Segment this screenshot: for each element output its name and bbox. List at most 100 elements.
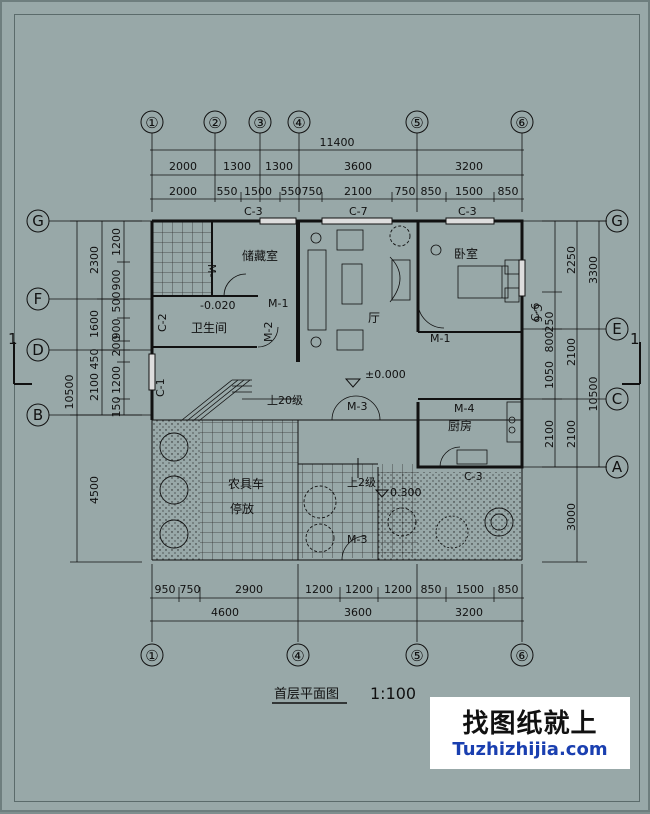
axis-top-2: ② [208, 114, 221, 132]
svg-text:G: G [32, 212, 44, 230]
svg-text:上20级: 上20级 [267, 394, 303, 407]
svg-text:F: F [34, 290, 43, 308]
section-mark-right: 1 [622, 330, 641, 385]
svg-text:C-6: C-6 [531, 304, 544, 323]
plants [159, 225, 514, 553]
svg-text:1300: 1300 [223, 160, 251, 173]
inner-border [14, 14, 640, 802]
svg-text:800: 800 [543, 332, 556, 353]
right-axis-markers: G E C A [522, 209, 629, 479]
svg-text:⑤: ⑤ [410, 647, 423, 665]
svg-text:2100: 2100 [543, 420, 556, 448]
svg-text:C-7: C-7 [349, 205, 368, 218]
svg-text:1200: 1200 [345, 583, 373, 596]
svg-text:C-3: C-3 [458, 205, 477, 218]
svg-text:850: 850 [498, 583, 519, 596]
svg-text:3000: 3000 [565, 503, 578, 531]
svg-text:550: 550 [281, 185, 302, 198]
room-kitchen: 厨房 [448, 418, 472, 433]
svg-text:200: 200 [110, 336, 123, 357]
svg-text:C-3: C-3 [464, 470, 483, 483]
room-garage-2: 停放 [230, 501, 254, 516]
drawing-scale: 1:100 [370, 684, 416, 703]
svg-text:1200: 1200 [384, 583, 412, 596]
svg-text:2300: 2300 [88, 246, 101, 274]
svg-text:2250: 2250 [565, 246, 578, 274]
bottom-axis-markers: ① ④ ⑤ ⑥ [140, 643, 534, 667]
svg-text:C-2: C-2 [156, 313, 169, 332]
svg-text:850: 850 [498, 185, 519, 198]
svg-text:2100: 2100 [88, 373, 101, 401]
watermark-box: 找图纸就上 Tuzhizhijia.com [430, 697, 630, 769]
left-dimension-texts: 1200 2300 900 1600 900 500 200 450 2100 … [63, 228, 123, 504]
axis-top-5: ⑤ [410, 114, 423, 132]
doors [223, 273, 461, 561]
top-axis-markers: ① ② ③ ④ ⑤ ⑥ [140, 110, 534, 134]
svg-text:2900: 2900 [235, 583, 263, 596]
svg-text:C-3: C-3 [244, 205, 263, 218]
svg-text:4600: 4600 [211, 606, 239, 619]
svg-text:500: 500 [110, 292, 123, 313]
svg-text:C-6: C-6 [529, 303, 542, 322]
kitchen-furniture [456, 401, 522, 465]
svg-text:M-2: M-2 [262, 322, 275, 342]
svg-text:G: G [611, 212, 623, 230]
svg-text:1500: 1500 [455, 185, 483, 198]
svg-text:1500: 1500 [244, 185, 272, 198]
svg-text:3300: 3300 [587, 256, 600, 284]
room-bath: 卫生间 [191, 321, 227, 335]
garage-tile [200, 420, 298, 560]
svg-text:900: 900 [110, 319, 123, 340]
storage-tile [152, 221, 212, 296]
svg-text:750: 750 [302, 185, 323, 198]
watermark-text: 找图纸就上 [462, 709, 598, 739]
dim-top-row1: 2000 1300 1300 3600 3200 [169, 160, 483, 173]
living-room-furniture [307, 229, 411, 351]
svg-text:M-: M- [205, 264, 218, 277]
room-garage-1: 农具车 [228, 476, 264, 491]
svg-text:-0.020: -0.020 [200, 299, 235, 312]
axis-top-4: ④ [292, 114, 305, 132]
svg-text:④: ④ [291, 647, 304, 665]
dim-bottom-row2: 4600 3600 3200 [211, 606, 483, 619]
svg-text:M-3: M-3 [347, 533, 367, 546]
svg-text:3200: 3200 [455, 160, 483, 173]
svg-text:E: E [612, 320, 621, 338]
svg-text:750: 750 [395, 185, 416, 198]
svg-text:1050: 1050 [543, 361, 556, 389]
svg-text:M-1: M-1 [430, 332, 450, 345]
svg-text:850: 850 [421, 185, 442, 198]
svg-text:1500: 1500 [456, 583, 484, 596]
svg-text:D: D [32, 341, 44, 359]
svg-text:2100: 2100 [565, 338, 578, 366]
left-dimensions [70, 220, 142, 563]
svg-text:1: 1 [8, 330, 18, 348]
svg-text:M-1: M-1 [268, 297, 288, 310]
stairs [181, 379, 298, 421]
svg-text:0.300: 0.300 [390, 486, 422, 499]
svg-text:4500: 4500 [88, 476, 101, 504]
svg-text:⑥: ⑥ [515, 647, 528, 665]
axis-top-1: ① [145, 114, 158, 132]
dim-top-total: 11400 [320, 136, 355, 149]
svg-text:3200: 3200 [455, 606, 483, 619]
svg-text:3600: 3600 [344, 606, 372, 619]
drawing-caption: 首层平面图 [274, 687, 339, 702]
svg-text:A: A [612, 458, 623, 476]
top-dimensions [150, 133, 524, 212]
svg-text:950: 950 [155, 583, 176, 596]
svg-text:250: 250 [543, 312, 556, 333]
bottom-dimensions [150, 564, 524, 642]
svg-text:2100: 2100 [344, 185, 372, 198]
svg-text:10500: 10500 [587, 377, 600, 412]
level-marker-terrace [374, 489, 390, 498]
bedroom-furniture [430, 244, 520, 303]
dim-bottom-row1: 950 750 2900 1200 1200 1200 850 1500 850 [155, 583, 519, 596]
svg-text:2000: 2000 [169, 160, 197, 173]
svg-text:150: 150 [110, 397, 123, 418]
svg-text:10500: 10500 [63, 375, 76, 410]
room-storage: 储藏室 [242, 248, 278, 263]
svg-text:上2级: 上2级 [347, 476, 376, 489]
axis-top-6: ⑥ [515, 114, 528, 132]
svg-text:750: 750 [180, 583, 201, 596]
